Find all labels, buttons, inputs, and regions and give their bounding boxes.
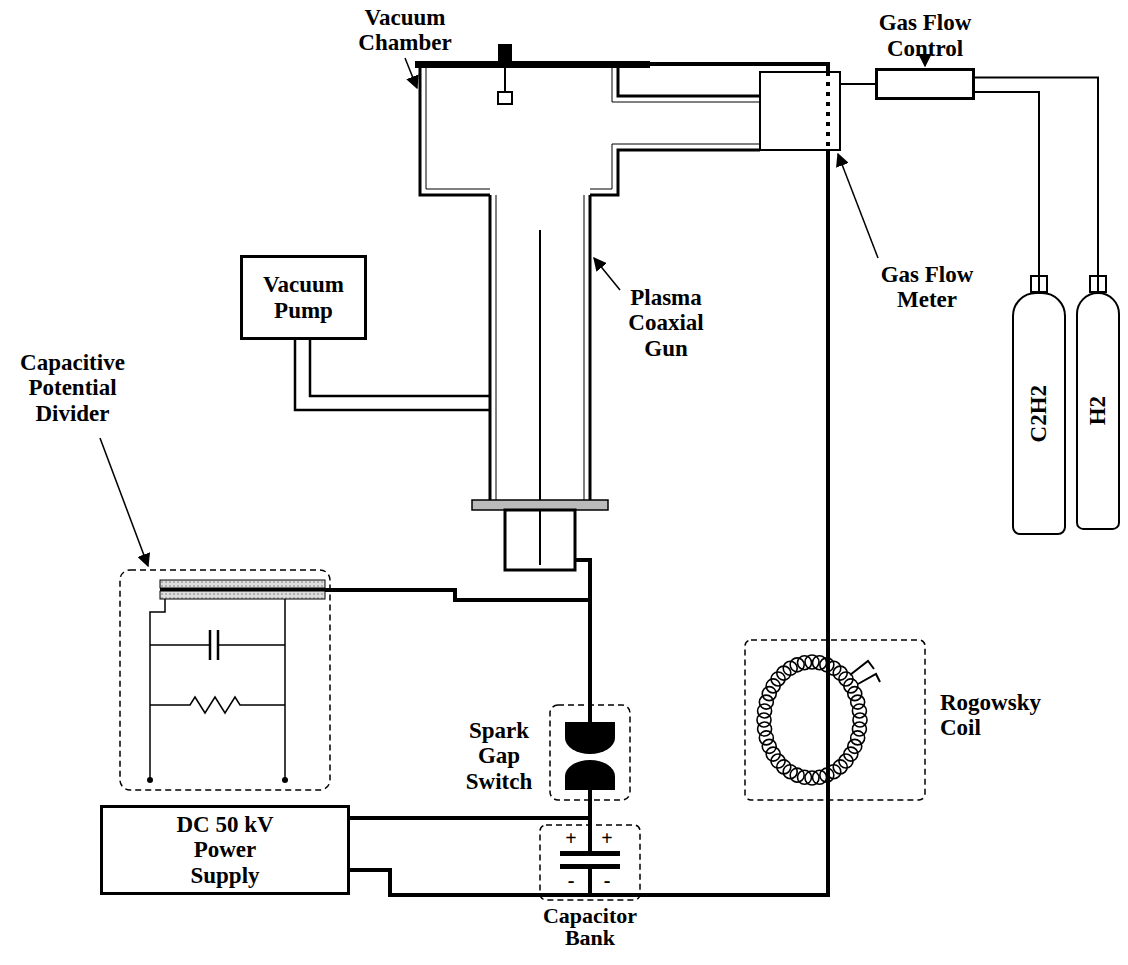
leader-arrow xyxy=(100,438,148,566)
gun-tube xyxy=(505,510,575,570)
leader-arrow xyxy=(838,154,878,258)
part-label: Rogowsky Coil xyxy=(940,690,1055,741)
coil-winding xyxy=(851,731,865,745)
wire xyxy=(325,590,590,600)
capacitor-plate xyxy=(560,864,620,869)
capacitor-enclosure xyxy=(540,825,640,900)
vacuum-pipe xyxy=(295,340,490,410)
terminal-dot xyxy=(282,777,288,783)
spark-electrode xyxy=(565,760,615,790)
divider-enclosure xyxy=(120,570,330,790)
divider-dielectric xyxy=(160,588,325,591)
electrode-target xyxy=(498,92,512,104)
coil-winding xyxy=(762,739,776,753)
gas-flow-meter xyxy=(760,72,840,150)
spark-electrode xyxy=(565,722,615,754)
node-label: DC 50 kV Power Supply xyxy=(165,812,285,888)
coil-winding xyxy=(762,687,776,701)
gas-line xyxy=(975,92,1039,292)
divider-plate xyxy=(160,580,325,588)
capacitor-plate xyxy=(560,851,620,856)
part-label: Capacitor Bank xyxy=(535,905,645,949)
gas-cylinder: C2H2 xyxy=(1012,292,1066,535)
coil-winding xyxy=(848,739,862,753)
gas-flow-control-box: Gas Flow Control xyxy=(875,68,975,100)
wire xyxy=(350,816,590,820)
gun-center-electrode xyxy=(539,510,541,565)
polarity-sign: - xyxy=(600,870,614,890)
coil-winding xyxy=(852,704,866,718)
wire xyxy=(350,150,828,895)
part-label: Capacitive Potential Divider xyxy=(10,350,135,426)
coil-winding xyxy=(844,679,858,693)
cylinder-label: C2H2 xyxy=(1026,385,1051,443)
resistor-symbol xyxy=(150,697,285,713)
chamber-wall-inner xyxy=(426,68,760,189)
coil-winding xyxy=(833,666,847,680)
gun-center-electrode xyxy=(539,230,541,565)
polarity-sign: - xyxy=(564,870,578,890)
wire xyxy=(650,64,828,72)
cylinder-label: H2 xyxy=(1085,396,1110,425)
coil-winding xyxy=(759,695,773,709)
leader-arrow xyxy=(405,58,417,88)
vacuum-pump-box: Vacuum Pump xyxy=(240,255,367,340)
divider-circuit xyxy=(150,599,285,778)
coil-winding xyxy=(766,747,780,761)
coil-winding xyxy=(848,687,862,701)
wire-feedthrough xyxy=(826,72,830,150)
part-label: Plasma Coaxial Gun xyxy=(622,285,710,361)
polarity-sign: + xyxy=(564,828,578,848)
coil-leads xyxy=(850,661,880,684)
coil-winding xyxy=(839,754,853,768)
part-label: Spark Gap Switch xyxy=(455,718,543,794)
coil-winding xyxy=(777,760,791,774)
terminal-dot xyxy=(147,777,153,783)
polarity-sign: + xyxy=(600,828,614,848)
leader-arrow xyxy=(594,258,620,290)
electrode-rod xyxy=(504,68,506,92)
node-label: Gas Flow Control xyxy=(865,10,985,61)
power-supply-box: DC 50 kV Power Supply xyxy=(100,805,350,895)
part-label: Gas Flow Meter xyxy=(872,262,982,313)
coil-winding xyxy=(771,672,785,686)
chamber-wall xyxy=(420,68,760,195)
chamber-lid xyxy=(415,61,650,68)
gas-line xyxy=(975,78,1098,292)
gas-pipe xyxy=(840,83,875,85)
wire xyxy=(588,869,592,895)
divider-plate xyxy=(160,591,325,599)
coil-enclosure xyxy=(745,640,925,800)
electrode-feedthrough xyxy=(498,44,512,61)
gas-cylinder: H2 xyxy=(1076,292,1120,530)
node-label: Vacuum Pump xyxy=(249,272,358,323)
spark-gap-enclosure xyxy=(550,705,630,800)
part-label: Vacuum Chamber xyxy=(350,5,460,56)
capacitor-symbol xyxy=(210,630,218,660)
